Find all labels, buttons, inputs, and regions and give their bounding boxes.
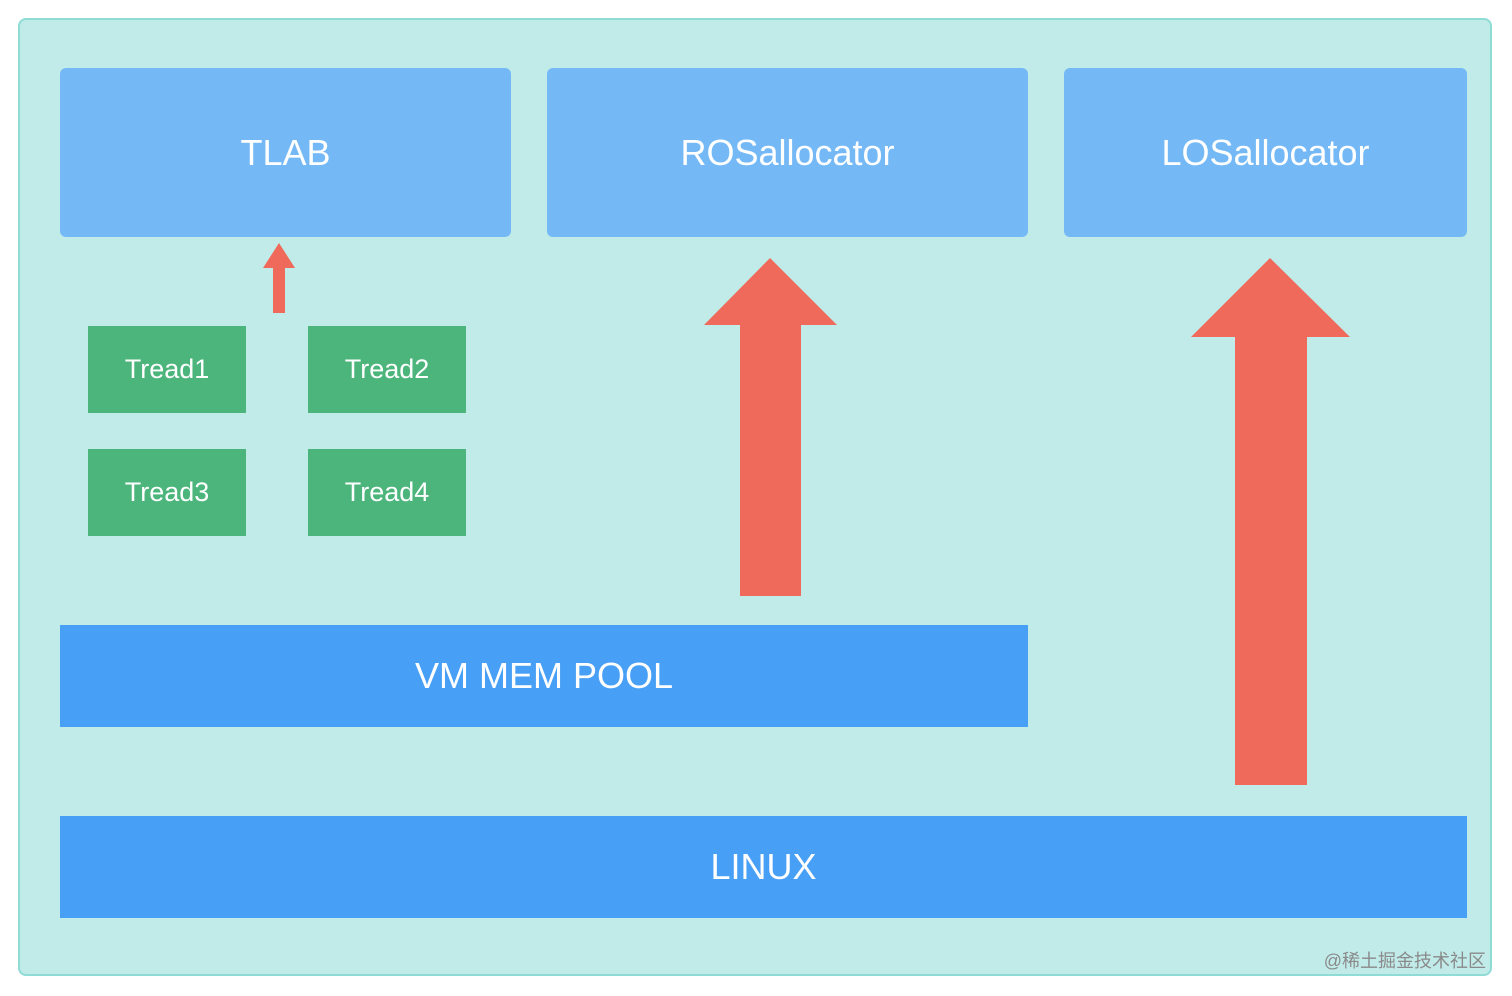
thread-box-4: Tread4 <box>308 449 466 536</box>
thread-label-1: Tread1 <box>124 354 210 384</box>
losallocator-label: LOSallocator <box>1161 131 1370 173</box>
losallocator-box: LOSallocator <box>1064 68 1467 237</box>
thread-box-3: Tread3 <box>88 449 246 536</box>
thread-box-1: Tread1 <box>88 326 246 413</box>
tlab-label: TLAB <box>240 131 331 173</box>
thread-label-3: Tread3 <box>124 477 210 507</box>
pool-to-rosallocator-arrow <box>704 258 837 596</box>
threads-to-tlab-arrow <box>263 243 295 313</box>
watermark: @稀土掘金技术社区 <box>1323 951 1486 971</box>
rosallocator-label: ROSallocator <box>680 131 895 173</box>
rosallocator-box: ROSallocator <box>547 68 1028 237</box>
linux-to-losallocator-arrow <box>1191 258 1350 785</box>
thread-box-2: Tread2 <box>308 326 466 413</box>
linux-bar: LINUX <box>60 816 1467 918</box>
vm-mem-pool-bar: VM MEM POOL <box>60 625 1028 727</box>
tlab-box: TLAB <box>60 68 511 237</box>
thread-label-4: Tread4 <box>344 477 430 507</box>
linux-label: LINUX <box>710 846 817 887</box>
vm-mem-pool-label: VM MEM POOL <box>414 655 674 696</box>
thread-label-2: Tread2 <box>344 354 430 384</box>
